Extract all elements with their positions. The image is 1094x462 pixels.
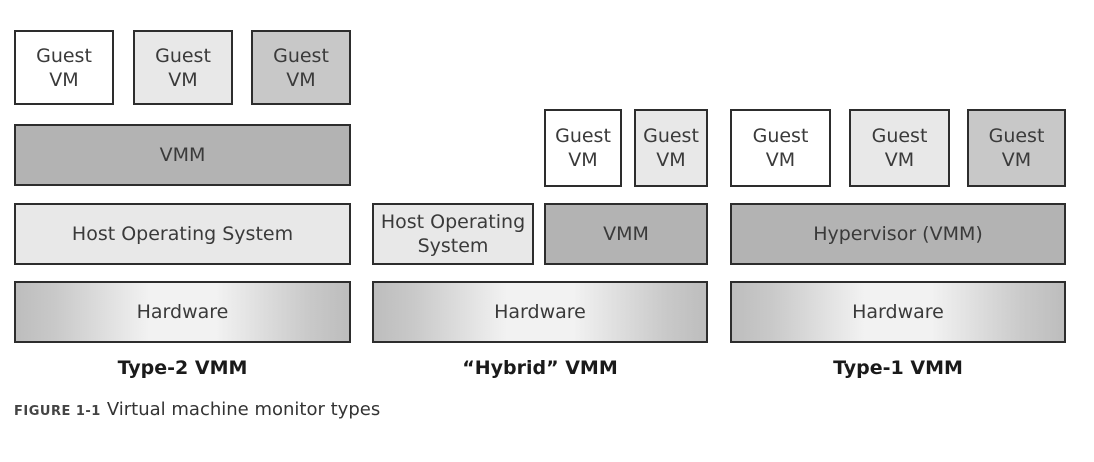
type2-hardware-layer: Hardware [14,281,351,343]
guest-label-line1: Guest [273,44,329,67]
type1-caption: Type-1 VMM [833,357,963,379]
guest-label-line2: VM [1001,149,1032,171]
hypervisor-label: Hypervisor (VMM) [813,223,983,245]
type2-host-os-layer: Host Operating System [14,203,351,265]
guest-label-line2: VM [286,68,316,91]
guest-label-line2: VM [884,149,915,171]
vmm-label: VMM [159,144,206,166]
figure-number: FIGURE 1-1 [14,404,101,419]
guest-label-line1: Guest [36,44,92,67]
type2-caption: Type-2 VMM [117,357,248,379]
hybrid-vmm-layer: VMM [544,203,708,265]
guest-label-line2: VM [765,149,796,171]
host-os-label: Host Operating System [71,223,294,245]
guest-label-line2: VM [49,68,79,91]
guest-label-line1: Guest [155,44,211,67]
hardware-label: Hardware [136,301,229,323]
figure-caption-text: Virtual machine monitor types [106,399,381,420]
host-os-label-line1: Host Operating [380,211,526,233]
guest-label-line1: Guest [555,125,611,147]
type2-vmm-layer: VMM [14,124,351,186]
guest-label-line1: Guest [988,125,1045,147]
guest-label-line1: Guest [643,125,699,147]
figure-caption: FIGURE 1-1 Virtual machine monitor types [14,399,380,420]
vmm-label: VMM [603,223,649,245]
hybrid-caption: “Hybrid” VMM [462,357,618,379]
type1-hypervisor-layer: Hypervisor (VMM) [730,203,1066,265]
guest-label-line2: VM [168,68,198,91]
hardware-label: Hardware [494,301,586,323]
hardware-label: Hardware [852,301,944,323]
guest-label-line2: VM [568,149,598,171]
guest-label-line1: Guest [871,125,928,147]
hybrid-hardware-layer: Hardware [372,281,708,343]
guest-label-line1: Guest [752,125,809,147]
guest-label-line2: VM [656,149,686,171]
type1-hardware-layer: Hardware [730,281,1066,343]
host-os-label-line2: System [417,235,489,257]
